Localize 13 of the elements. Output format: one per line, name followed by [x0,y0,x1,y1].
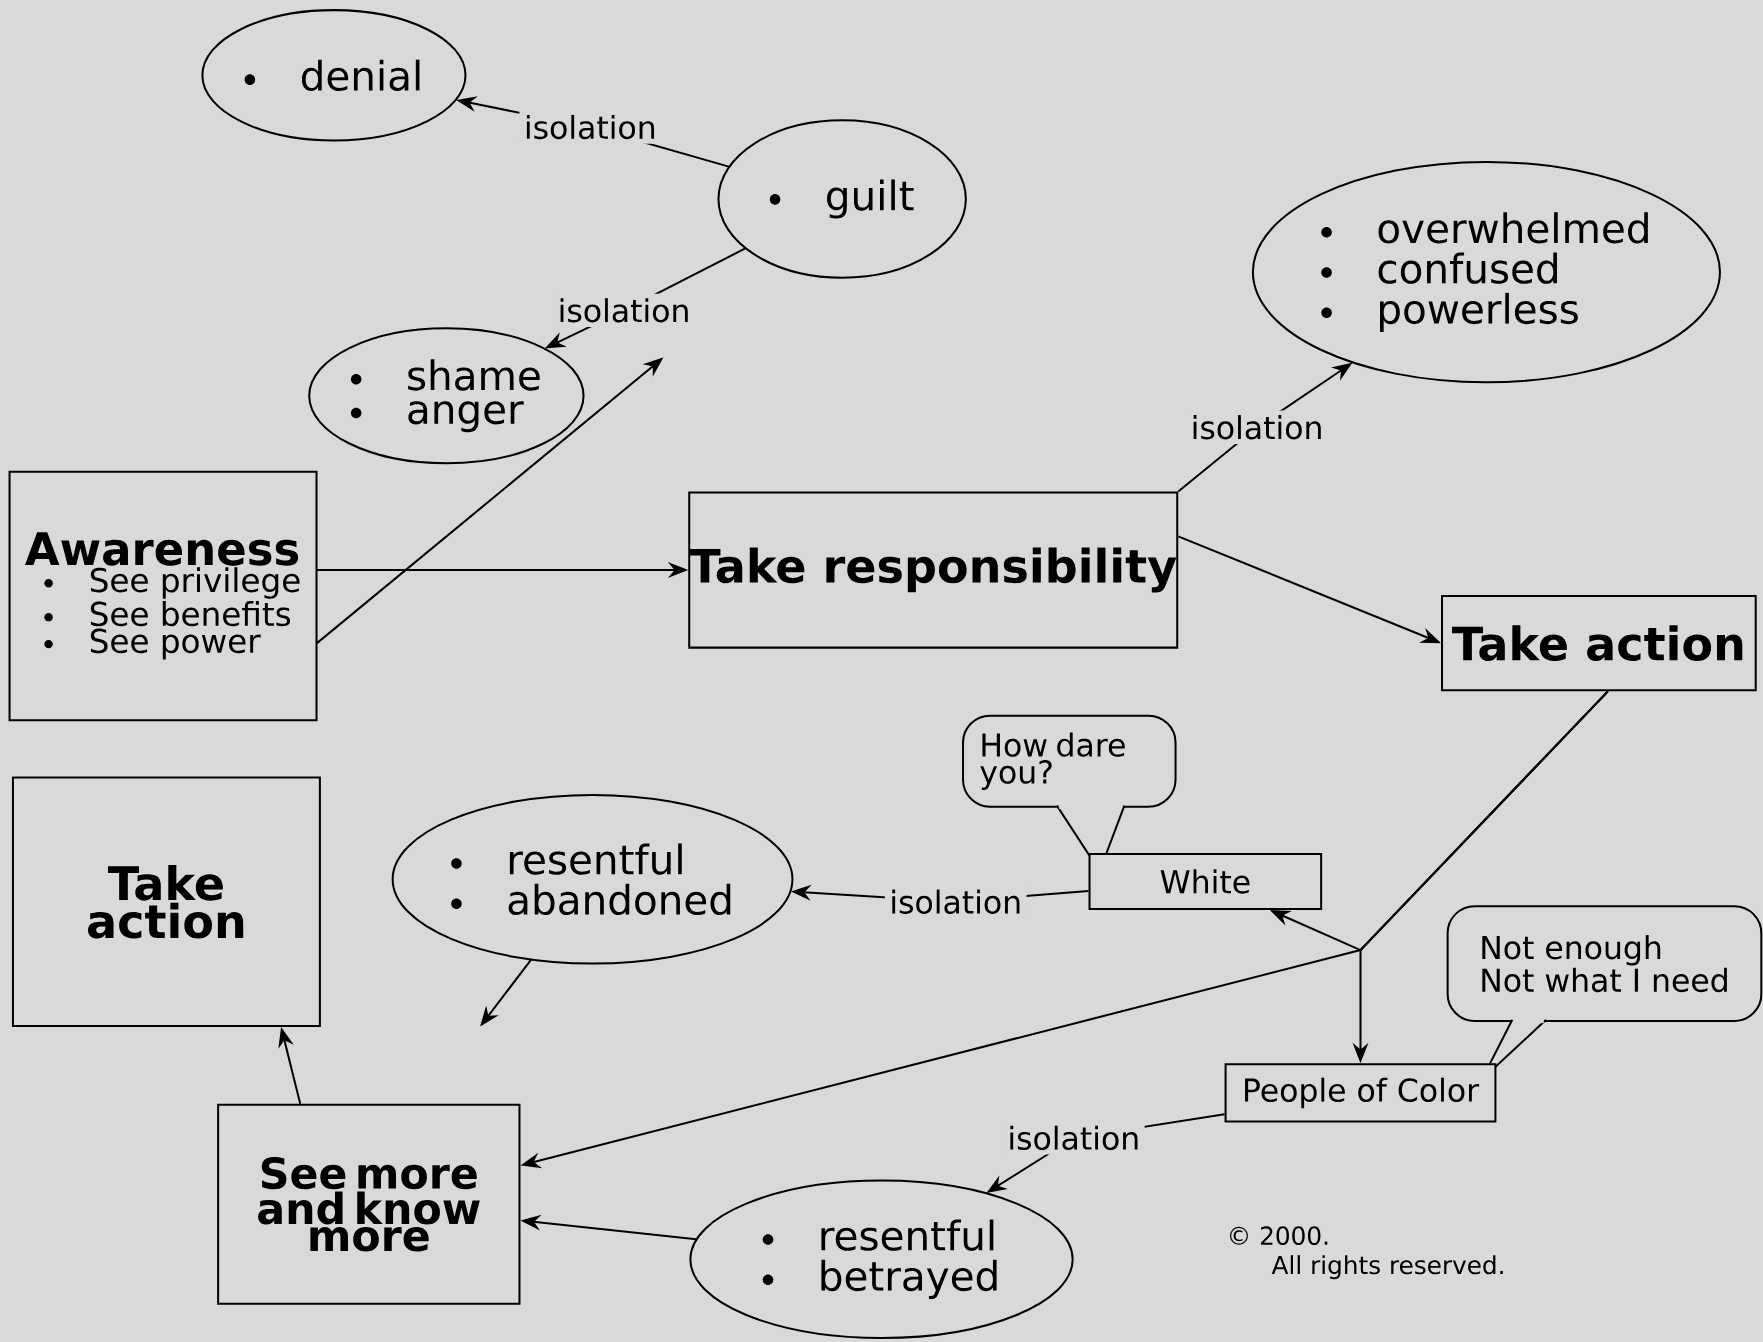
edge-label: isolation [1186,410,1328,444]
edge-label: isolation [519,110,662,144]
edge-label: isolation [884,884,1027,919]
copyright-text: All rights reserved. [1271,1254,1503,1279]
edge-label: isolation [1002,1120,1145,1155]
edge-label: isolation [553,293,695,327]
stage-box: See more and know more [217,1103,521,1305]
copyright-text: © 2000. [1230,1226,1328,1245]
stage-box: Take responsibility [688,491,1179,649]
stage-box: Take action [1441,594,1757,692]
group-box: People of Color [1224,1062,1497,1123]
stage-box: Awareness See privilege See benefits See power [8,470,318,721]
stage-box: Take action [11,776,321,1027]
